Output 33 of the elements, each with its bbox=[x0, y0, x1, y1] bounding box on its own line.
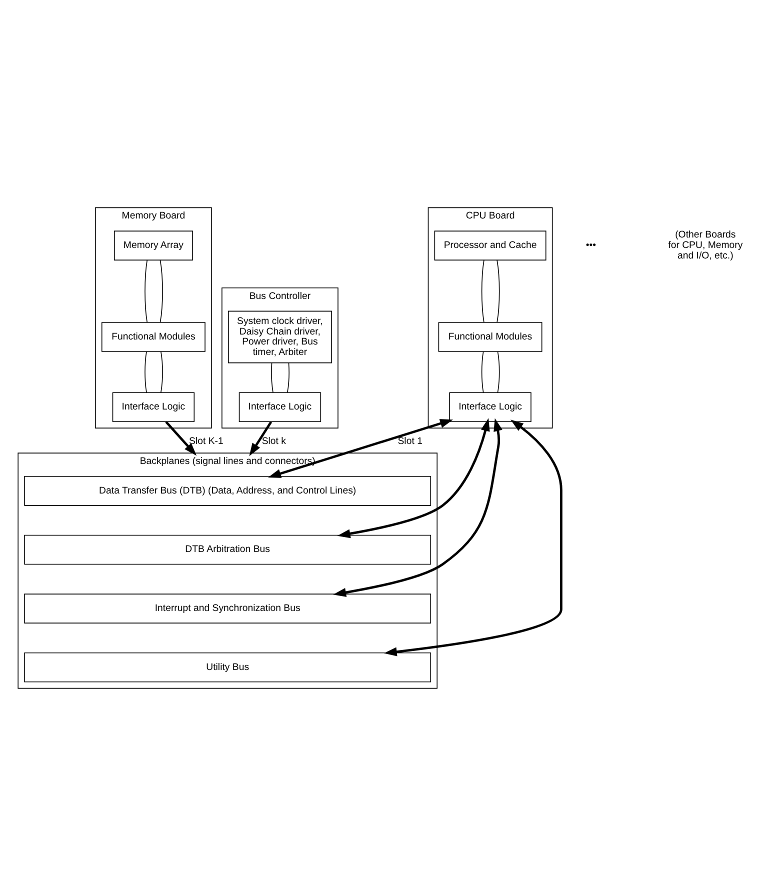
node-box: Interface Logic bbox=[238, 392, 322, 422]
node-box: Data Transfer Bus (DTB) (Data, Address, and Control Lines) bbox=[24, 476, 432, 506]
label: ••• bbox=[586, 240, 596, 251]
node-box: Functional Modules bbox=[101, 322, 206, 352]
arrow bbox=[165, 420, 197, 456]
connector bbox=[144, 350, 147, 392]
arrow bbox=[337, 418, 490, 538]
connector bbox=[496, 259, 500, 322]
connector bbox=[160, 259, 163, 322]
connector bbox=[287, 362, 290, 392]
node-box: Memory Array bbox=[114, 230, 193, 260]
label: (Other Boards for CPU, Memory and I/O, etc.) bbox=[668, 229, 743, 262]
node-box: Utility Bus bbox=[24, 652, 432, 682]
node-box: Functional Modules bbox=[438, 322, 542, 352]
node-box: Interface Logic bbox=[449, 392, 532, 422]
node-box: Processor and Cache bbox=[434, 230, 546, 260]
edge-label: Slot k bbox=[262, 435, 286, 446]
arrow bbox=[249, 420, 272, 456]
node-box: Interrupt and Synchronization Bus bbox=[24, 593, 432, 623]
connector bbox=[160, 350, 163, 392]
arrow bbox=[268, 418, 454, 478]
connector bbox=[497, 350, 500, 392]
edge-label: Slot K-1 bbox=[189, 435, 224, 446]
node-box: Interface Logic bbox=[112, 392, 195, 422]
connector bbox=[481, 259, 484, 322]
arrow bbox=[333, 418, 502, 596]
connector bbox=[144, 259, 148, 322]
arrow bbox=[384, 419, 562, 656]
node-box: System clock driver, Daisy Chain driver, Power driver, Bus timer, Arbiter bbox=[228, 310, 332, 363]
edge-label: Slot 1 bbox=[398, 435, 422, 446]
node-box: DTB Arbitration Bus bbox=[24, 534, 432, 564]
connector bbox=[271, 362, 274, 392]
connector bbox=[481, 350, 484, 392]
